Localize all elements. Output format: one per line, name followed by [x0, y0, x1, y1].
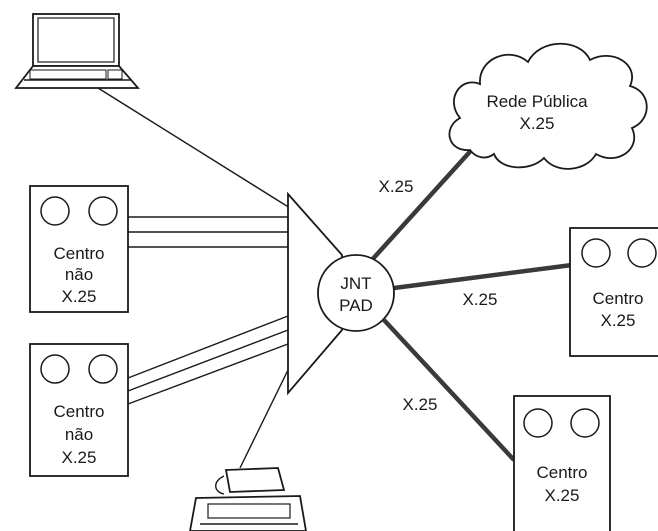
pad-label-line2: PAD	[339, 296, 373, 315]
center-left-top-line2: não	[65, 265, 93, 284]
center-left-top-line1: Centro	[53, 244, 104, 263]
center-left-bottom-links	[127, 315, 289, 405]
indicator-icon	[40, 354, 70, 384]
indicator-icon	[581, 238, 611, 268]
laptop-link	[97, 87, 291, 209]
cloud-label-line1: Rede Pública	[486, 92, 588, 111]
indicator-icon	[88, 196, 118, 226]
center-right: Centro X.25	[569, 227, 658, 357]
center-bottom-link	[382, 318, 516, 462]
indicator-icon	[40, 196, 70, 226]
link-label-cloud: X.25	[379, 177, 414, 196]
center-bottom-line2: X.25	[545, 486, 580, 505]
pad-node-icon: JNT PAD	[317, 254, 395, 332]
center-left-top-links	[128, 216, 288, 248]
center-left-top: Centro não X.25	[29, 185, 129, 313]
indicator-icon	[570, 408, 600, 438]
center-bottom-line1: Centro	[536, 463, 587, 482]
printer-link	[239, 369, 289, 469]
center-left-top-line3: X.25	[62, 287, 97, 306]
center-left-bottom-line1: Centro	[53, 402, 104, 421]
center-left-bottom: Centro não X.25	[29, 343, 129, 477]
cloud-link	[368, 143, 478, 264]
link-label-center-bottom: X.25	[403, 395, 438, 414]
cloud-icon: Rede Pública X.25	[448, 42, 648, 170]
printer-icon	[189, 467, 307, 531]
pad-label-line1: JNT	[340, 274, 371, 293]
center-left-bottom-line2: não	[65, 425, 93, 444]
indicator-icon	[88, 354, 118, 384]
center-right-line2: X.25	[601, 311, 636, 330]
center-right-line1: Centro	[592, 289, 643, 308]
center-bottom: Centro X.25	[513, 395, 611, 531]
cloud-label-line2: X.25	[520, 114, 555, 133]
multiplexer-funnel	[287, 191, 343, 396]
indicator-icon	[627, 238, 657, 268]
laptop-icon	[14, 13, 140, 89]
link-label-center-right: X.25	[463, 290, 498, 309]
indicator-icon	[523, 408, 553, 438]
center-left-bottom-line3: X.25	[62, 448, 97, 467]
center-right-link	[393, 262, 573, 291]
